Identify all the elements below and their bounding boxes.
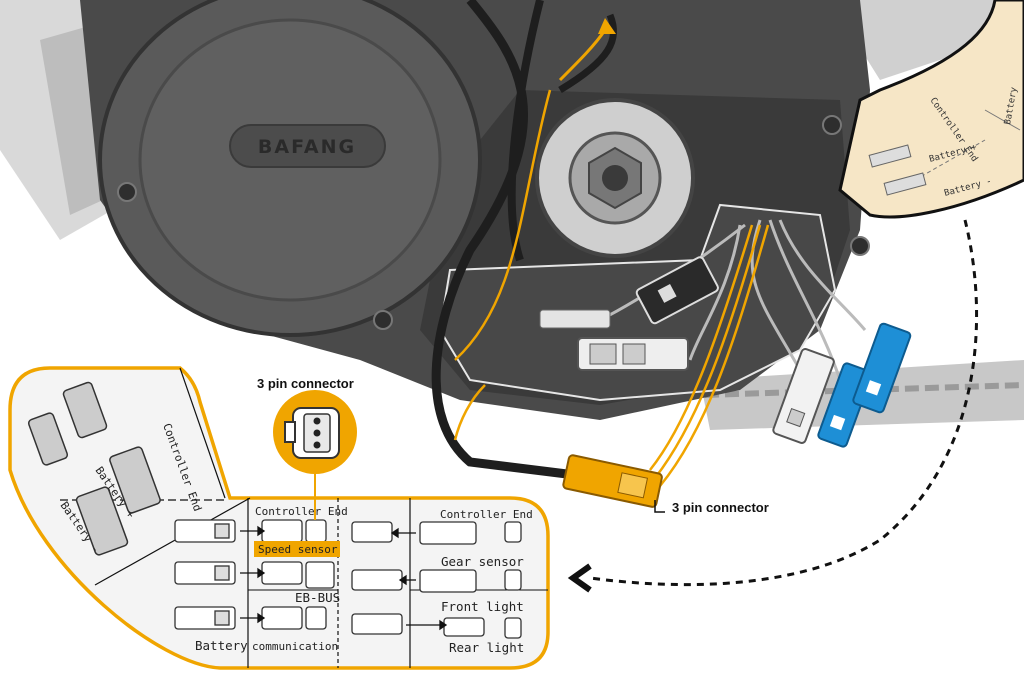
gear-sensor-label: Gear sensor [441, 554, 524, 569]
main-connector-label: 3 pin connector [672, 500, 769, 515]
brand-label: BAFANG [258, 136, 356, 158]
right-column-header: Controller End [440, 508, 533, 521]
rear-light-label: Rear light [449, 640, 524, 655]
connector-black [635, 256, 719, 325]
connector-orange-3pin [562, 454, 663, 508]
cable-bundle [431, 0, 867, 487]
screw-icon [850, 236, 870, 256]
routing-path [454, 89, 552, 361]
eb-bus-label: EB-BUS [295, 590, 340, 605]
brand-badge [229, 124, 386, 168]
connector-panel: Battery + Battery - Controller End [8, 366, 550, 670]
motor-connectors [539, 256, 912, 508]
callout-line [654, 500, 665, 513]
corner-panel: Controller End Battery + Battery - Batte… [838, 0, 1024, 219]
connector-grey [772, 348, 835, 444]
left-column-header: Controller End [255, 505, 348, 518]
communication-label: communication [252, 640, 338, 653]
screw-icon [822, 115, 842, 135]
connector-blue-2 [852, 322, 912, 414]
motor-housing: BAFANG [80, 0, 870, 420]
speed-sensor-highlight [254, 541, 340, 557]
front-light-label: Front light [441, 599, 524, 614]
three-pin-socket-icon [284, 407, 340, 459]
arrow-up-icon [598, 18, 616, 34]
top-connector-label: 3 pin connector [257, 376, 354, 391]
chevron-left-icon [567, 563, 592, 593]
speed-sensor-label: Speed sensor [258, 543, 338, 556]
screw-icon [117, 182, 137, 202]
screw-icon [373, 310, 393, 330]
bike-frame-right [830, 0, 1000, 80]
dashed-pointer [589, 219, 979, 587]
battery-label: Battery [195, 638, 248, 653]
